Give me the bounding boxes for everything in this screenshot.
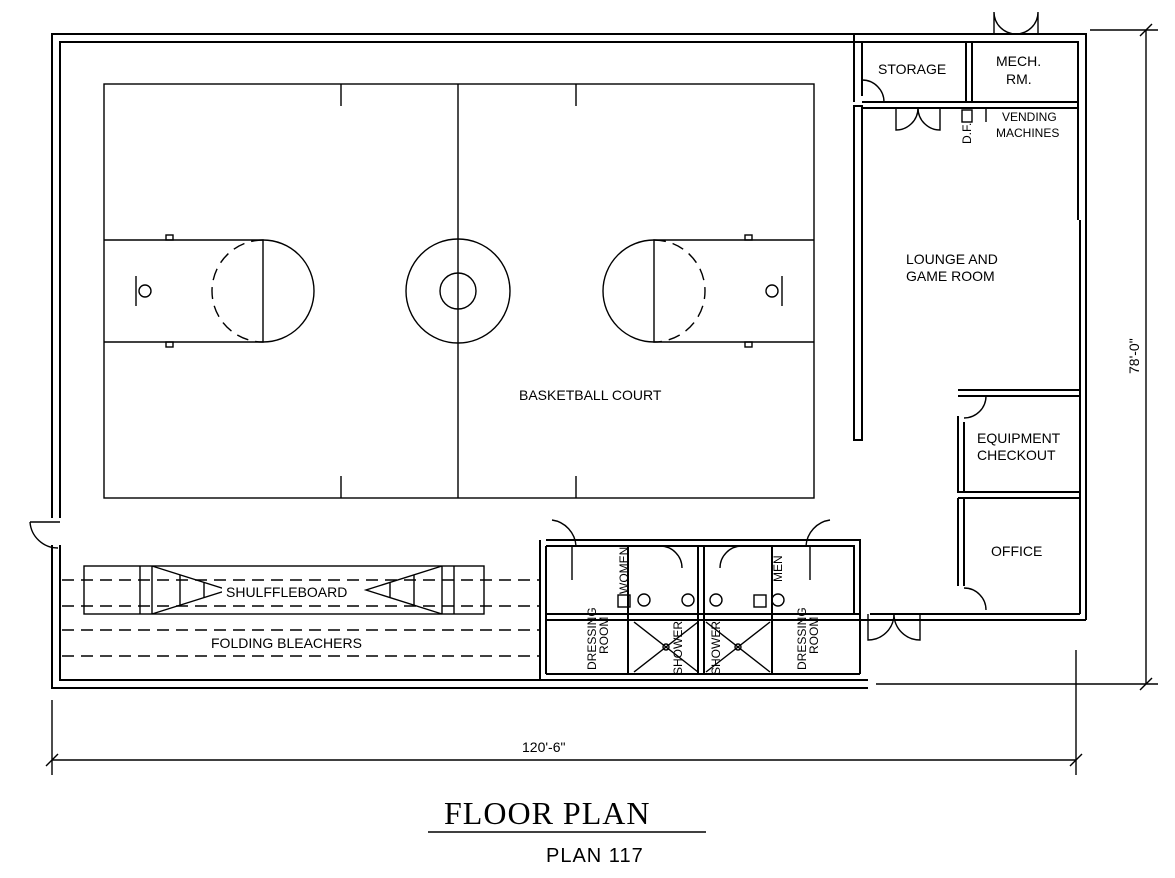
lounge-partition	[853, 34, 863, 441]
width-dimension-label: 120'-6"	[522, 739, 565, 755]
dressing-room-right-label-2: ROOM	[807, 617, 821, 654]
west-door-icon	[29, 521, 60, 549]
mech-room-label-1: MECH.	[996, 53, 1041, 69]
bleachers-label-bg	[206, 634, 388, 652]
storage-label: STORAGE	[878, 61, 946, 77]
dressing-room-left-label-2: ROOM	[597, 617, 611, 654]
lounge-label-2: GAME ROOM	[906, 268, 995, 284]
height-dimension-label: 78'-0"	[1126, 338, 1142, 374]
shuffleboard-label: SHULFFLEBOARD	[226, 584, 347, 600]
basketball-court-label: BASKETBALL COURT	[519, 387, 662, 403]
office-label: OFFICE	[991, 543, 1042, 559]
drinking-fountain-label: D.F.	[960, 123, 974, 144]
bleachers-label: FOLDING BLEACHERS	[211, 635, 362, 651]
dressing-room-left-label-1: DRESSING	[585, 607, 599, 670]
drawing-subtitle: PLAN 117	[546, 845, 644, 867]
vending-label-1: VENDING	[1002, 110, 1057, 124]
equipment-office-block	[867, 389, 1080, 641]
equipment-label-2: CHECKOUT	[977, 447, 1056, 463]
mech-room-label-2: RM.	[1006, 71, 1032, 87]
basketball-court	[103, 83, 815, 499]
width-dimension	[45, 650, 1083, 775]
width-label-bg	[518, 738, 602, 756]
folding-bleachers	[62, 579, 540, 657]
exterior-walls	[51, 33, 1087, 689]
dressing-room-right-label-1: DRESSING	[795, 607, 809, 670]
height-dimension	[876, 23, 1158, 691]
lounge-label-1: LOUNGE AND	[906, 251, 998, 267]
women-label: WOMEN	[617, 547, 631, 594]
shower-left-label: SHOWER	[671, 621, 685, 675]
shower-right-label: SHOWER	[709, 621, 723, 675]
men-label: MEN	[771, 555, 785, 582]
vending-label-2: MACHINES	[996, 126, 1059, 140]
shuffleboard-label-bg	[222, 582, 362, 600]
drawing-title: FLOOR PLAN	[444, 795, 650, 831]
storage-mech-block	[861, 11, 1078, 131]
height-label-bg	[1124, 312, 1144, 378]
equipment-label-1: EQUIPMENT	[977, 430, 1061, 446]
